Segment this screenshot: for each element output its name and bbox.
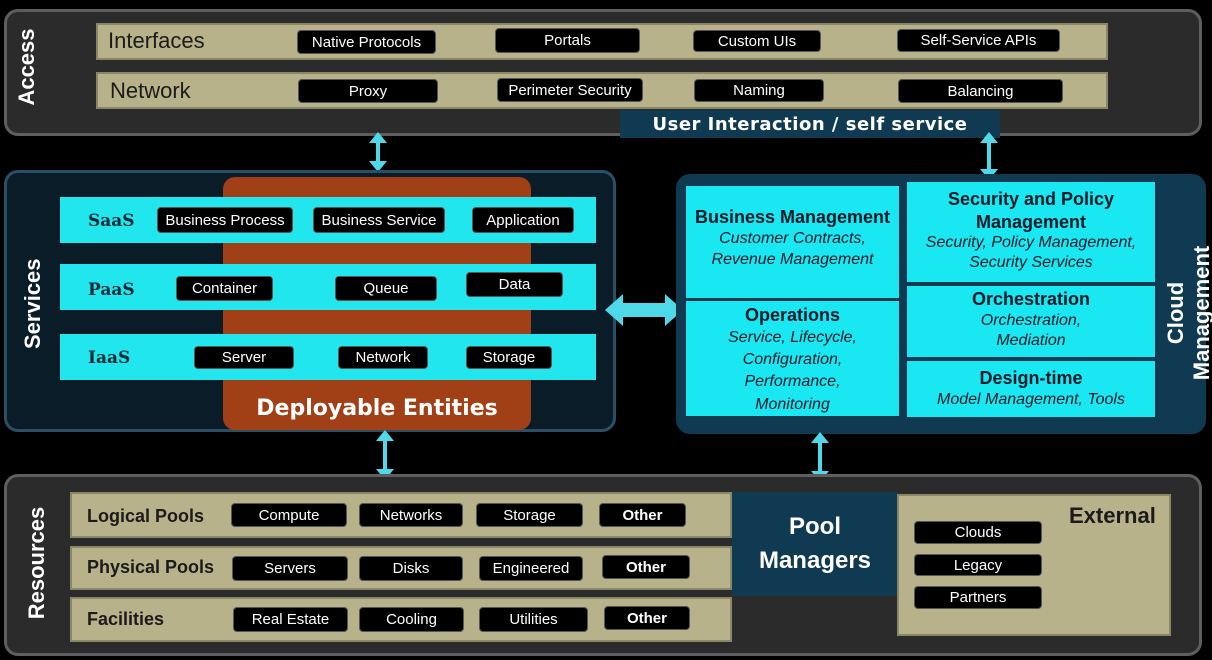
security-policy-title: Management bbox=[975, 211, 1087, 232]
pool-managers-block: Pool Managers bbox=[732, 492, 898, 596]
saas-item: Application bbox=[472, 207, 574, 233]
services-cloud-arrow bbox=[605, 294, 683, 326]
saas-item: Business Process bbox=[157, 207, 293, 233]
pool-managers-line: Pool bbox=[789, 513, 841, 540]
logical-pool-item: Other bbox=[599, 503, 686, 527]
facilities-item: Cooling bbox=[359, 607, 464, 632]
cloud-label-line1: Cloud bbox=[1163, 281, 1188, 345]
orchestration-line: Orchestration, bbox=[980, 311, 1082, 329]
interface-item: Custom UIs bbox=[693, 30, 821, 52]
operations-line: Service, Lifecycle, bbox=[728, 328, 857, 346]
physical-pool-item: Engineered bbox=[479, 556, 583, 581]
interface-item: Self-Service APIs bbox=[897, 29, 1060, 52]
network-label: Network bbox=[110, 78, 191, 103]
business-management-box: Business Management Customer Contracts, … bbox=[686, 186, 899, 298]
orchestration-title: Orchestration bbox=[971, 289, 1091, 309]
access-services-arrow bbox=[369, 132, 387, 172]
security-policy-line: Security, Policy Management, bbox=[925, 234, 1137, 251]
business-management-line: Customer Contracts, bbox=[719, 230, 866, 248]
saas-label: SaaS bbox=[88, 211, 135, 231]
facilities-item: Utilities bbox=[479, 607, 588, 632]
cloud-management-side-label: Cloud Management bbox=[1163, 243, 1212, 383]
access-cloud-arrow bbox=[980, 132, 998, 180]
orchestration-box: Orchestration Orchestration, Mediation bbox=[907, 286, 1155, 357]
orchestration-line: Mediation bbox=[996, 331, 1066, 349]
interface-item: Portals bbox=[495, 28, 640, 53]
access-side-label: Access bbox=[14, 28, 39, 106]
iaas-item: Server bbox=[194, 346, 294, 369]
iaas-label: IaaS bbox=[88, 348, 131, 368]
physical-pools-label: Physical Pools bbox=[87, 557, 215, 577]
physical-pool-item: Servers bbox=[232, 556, 348, 581]
paas-item: Container bbox=[176, 276, 273, 301]
design-time-line: Model Management, Tools bbox=[937, 391, 1125, 409]
logical-pool-item: Compute bbox=[231, 503, 347, 527]
paas-item: Data bbox=[466, 272, 563, 297]
paas-item: Queue bbox=[335, 276, 437, 301]
logical-pool-item: Networks bbox=[359, 503, 463, 527]
external-label: External bbox=[1069, 503, 1156, 528]
operations-line: Monitoring bbox=[755, 395, 830, 413]
network-item: Naming bbox=[694, 79, 824, 102]
iaas-item: Storage bbox=[466, 346, 552, 369]
security-policy-box: Security and Policy Management Security,… bbox=[907, 182, 1155, 282]
pool-managers-line: Managers bbox=[758, 547, 872, 574]
services-resources-arrow bbox=[376, 430, 394, 480]
services-side-label: Services bbox=[20, 258, 45, 349]
security-policy-line: Security Services bbox=[969, 254, 1093, 271]
facilities-item: Other bbox=[604, 606, 690, 630]
network-item: Perimeter Security bbox=[497, 78, 643, 102]
external-item: Clouds bbox=[914, 521, 1042, 544]
operations-line: Performance, bbox=[744, 373, 841, 391]
design-time-box: Design-time Model Management, Tools bbox=[907, 361, 1155, 417]
interfaces-label: Interfaces bbox=[108, 28, 205, 53]
operations-box: Operations Service, Lifecycle, Configura… bbox=[686, 301, 899, 416]
paas-label: PaaS bbox=[88, 280, 135, 300]
user-interaction-banner: User Interaction / self service bbox=[620, 110, 1000, 138]
iaas-item: Network bbox=[338, 346, 428, 369]
resources-side-label: Resources bbox=[24, 506, 49, 620]
external-item: Legacy bbox=[914, 554, 1042, 576]
deployable-entities-label: Deployable Entities bbox=[256, 396, 498, 421]
logical-pools-band bbox=[70, 492, 732, 538]
network-item: Balancing bbox=[898, 79, 1063, 103]
business-management-title: Business Management bbox=[694, 207, 891, 227]
physical-pool-item: Other bbox=[602, 555, 690, 579]
logical-pool-item: Storage bbox=[476, 503, 583, 527]
operations-title: Operations bbox=[744, 305, 841, 325]
saas-item: Business Service bbox=[313, 207, 445, 233]
network-item: Proxy bbox=[298, 79, 438, 103]
logical-pools-label: Logical Pools bbox=[87, 506, 205, 526]
design-time-title: Design-time bbox=[979, 368, 1083, 388]
cloud-label-line2: Management bbox=[1189, 245, 1212, 381]
security-policy-title: Security and Policy bbox=[947, 189, 1115, 209]
facilities-label: Facilities bbox=[87, 609, 165, 629]
external-item: Partners bbox=[914, 586, 1042, 609]
interface-item: Native Protocols bbox=[297, 30, 436, 54]
business-management-line: Revenue Management bbox=[711, 251, 874, 269]
operations-line: Configuration, bbox=[742, 350, 843, 368]
facilities-item: Real Estate bbox=[233, 607, 348, 632]
physical-pool-item: Disks bbox=[359, 556, 463, 581]
